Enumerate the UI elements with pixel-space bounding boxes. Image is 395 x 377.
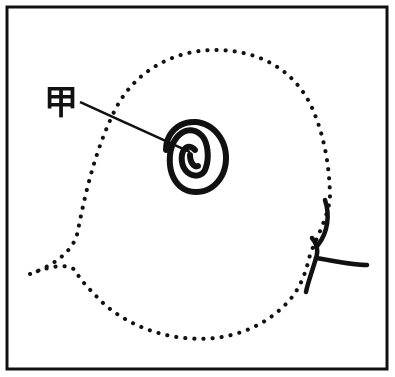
spiral-mark: [166, 122, 226, 192]
figure-label: 甲: [44, 83, 78, 123]
branch-mark: [306, 200, 367, 292]
